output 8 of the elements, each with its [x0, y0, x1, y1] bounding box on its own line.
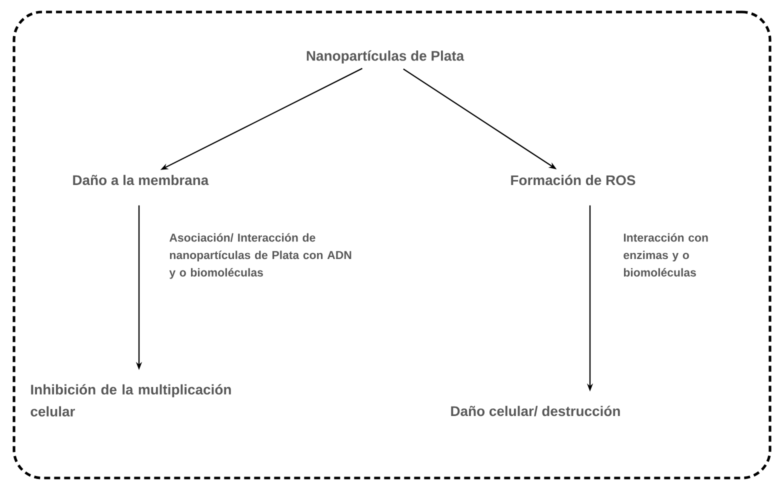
node-text: Inhibición de la multiplicación celular — [30, 384, 231, 416]
dashed-frame — [12, 10, 772, 480]
node-text: Formación de ROS — [511, 174, 636, 186]
node-text: Nanopartículas de Plata — [306, 50, 464, 64]
edge-label: Asociación/ Interacción de nanopartículas de Plata con ADN y o biomoléculas — [169, 233, 352, 279]
node-text: Daño celular/ destrucción — [451, 406, 620, 416]
edge-label: Interacción con enzimas y o biomoléculas — [624, 233, 708, 277]
node-text: Daño a la membrana — [73, 174, 209, 186]
